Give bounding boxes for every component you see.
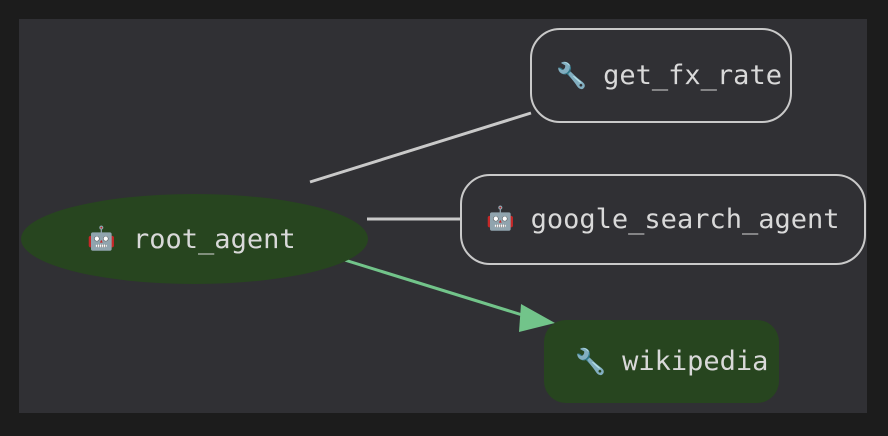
- node-google-search-agent[interactable]: 🤖 google_search_agent: [460, 174, 866, 265]
- node-get-fx-rate[interactable]: 🔧 get_fx_rate: [530, 28, 792, 123]
- node-wikipedia-label: wikipedia: [622, 346, 769, 377]
- edge-root-agent-to-wikipedia: [334, 255, 533, 320]
- edge-root-agent-to-get-fx-rate: [309, 111, 532, 184]
- node-wikipedia[interactable]: 🔧 wikipedia: [544, 320, 779, 403]
- robot-icon: 🤖: [87, 225, 117, 252]
- node-root-agent-label: root_agent: [133, 223, 296, 255]
- wrench-icon: 🔧: [575, 347, 607, 376]
- graph-canvas[interactable]: 🤖 root_agent 🔧 get_fx_rate 🤖 google_sear…: [19, 19, 867, 413]
- node-root-agent[interactable]: 🤖 root_agent: [21, 194, 368, 284]
- node-google-search-agent-label: google_search_agent: [530, 204, 840, 235]
- wrench-icon: 🔧: [556, 61, 588, 90]
- node-get-fx-rate-label: get_fx_rate: [603, 60, 782, 91]
- robot-icon: 🤖: [486, 206, 515, 232]
